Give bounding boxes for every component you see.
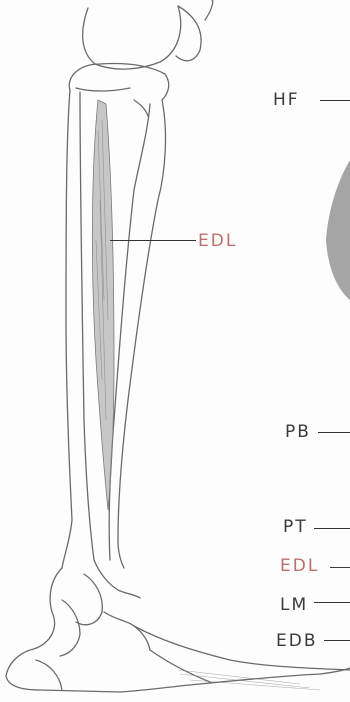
label-edb: EDB [276, 633, 318, 650]
leader-line-edl-shaft [110, 240, 196, 241]
label-hf: HF [273, 92, 300, 109]
tibia [62, 90, 72, 568]
label-pt: PT [283, 519, 308, 536]
femur-condyle [83, 6, 181, 69]
leader-line-lm [314, 602, 350, 603]
muscle-right-edge [326, 160, 350, 300]
leader-line-hf [320, 100, 350, 101]
fibula [80, 92, 94, 560]
label-lm: LM [280, 597, 308, 614]
leader-line-edb [324, 640, 350, 641]
label-edl-shaft: EDL [198, 233, 237, 250]
leader-line-edl-ankle [330, 567, 350, 568]
leader-line-pt [314, 528, 350, 529]
leader-line-pb [318, 432, 350, 433]
label-pb: PB [285, 424, 311, 441]
ankle-bones [6, 568, 120, 692]
label-edl-ankle: EDL [280, 558, 319, 575]
